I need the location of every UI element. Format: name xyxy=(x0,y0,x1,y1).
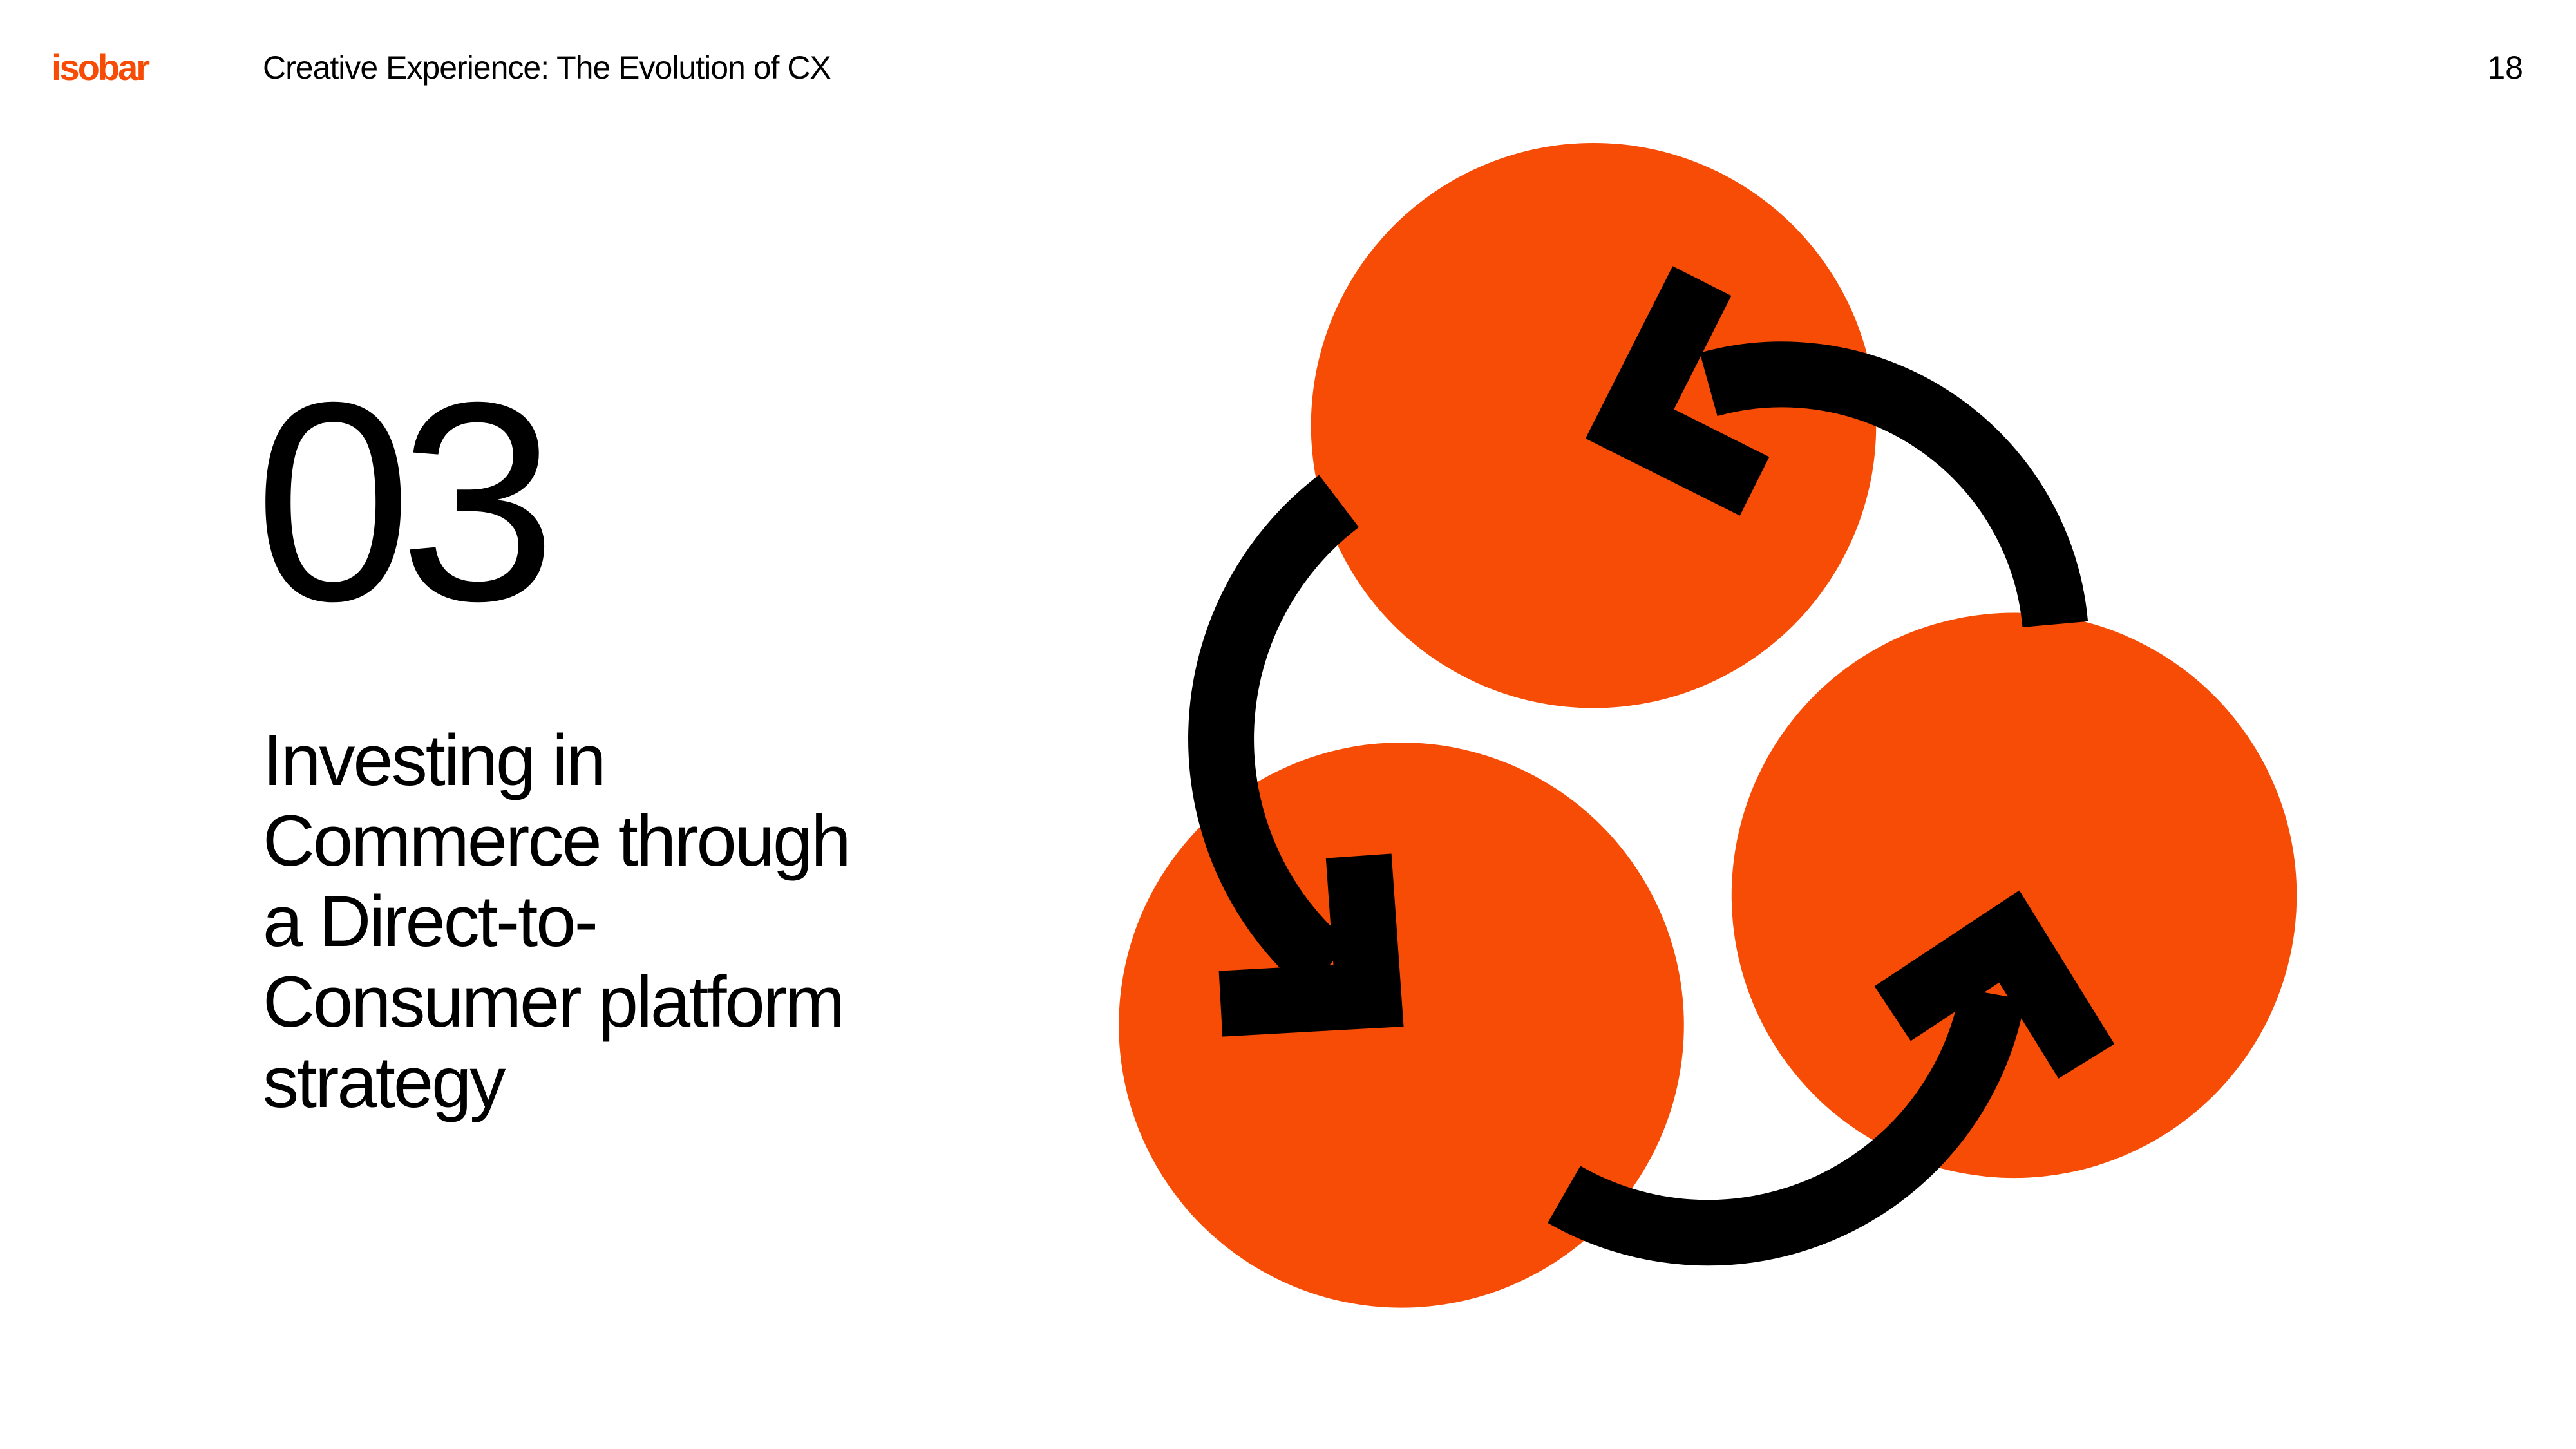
top-arc-arrow xyxy=(1700,341,2088,628)
bottom-arc-arrow xyxy=(1548,988,2025,1266)
header-title: Creative Experience: The Evolution of CX xyxy=(263,50,831,86)
headline-line: Investing in xyxy=(263,720,607,800)
page-number: 18 xyxy=(2487,50,2523,86)
section-number: 03 xyxy=(254,344,556,660)
left-arrowhead-icon xyxy=(1218,853,1404,1037)
isobar-logo: isobar xyxy=(52,47,150,88)
section-headline: Investing in Commerce through a Direct-t… xyxy=(263,720,851,1122)
headline-line: Commerce through xyxy=(263,800,851,881)
top-arrowhead-icon xyxy=(1585,266,1770,516)
headline-line: strategy xyxy=(263,1042,506,1122)
headline-line: Consumer platform xyxy=(263,961,845,1042)
right-arrowhead-icon xyxy=(1874,890,2115,1079)
headline-line: a Direct-to- xyxy=(263,881,598,961)
left-arc-arrow xyxy=(1188,475,1359,993)
